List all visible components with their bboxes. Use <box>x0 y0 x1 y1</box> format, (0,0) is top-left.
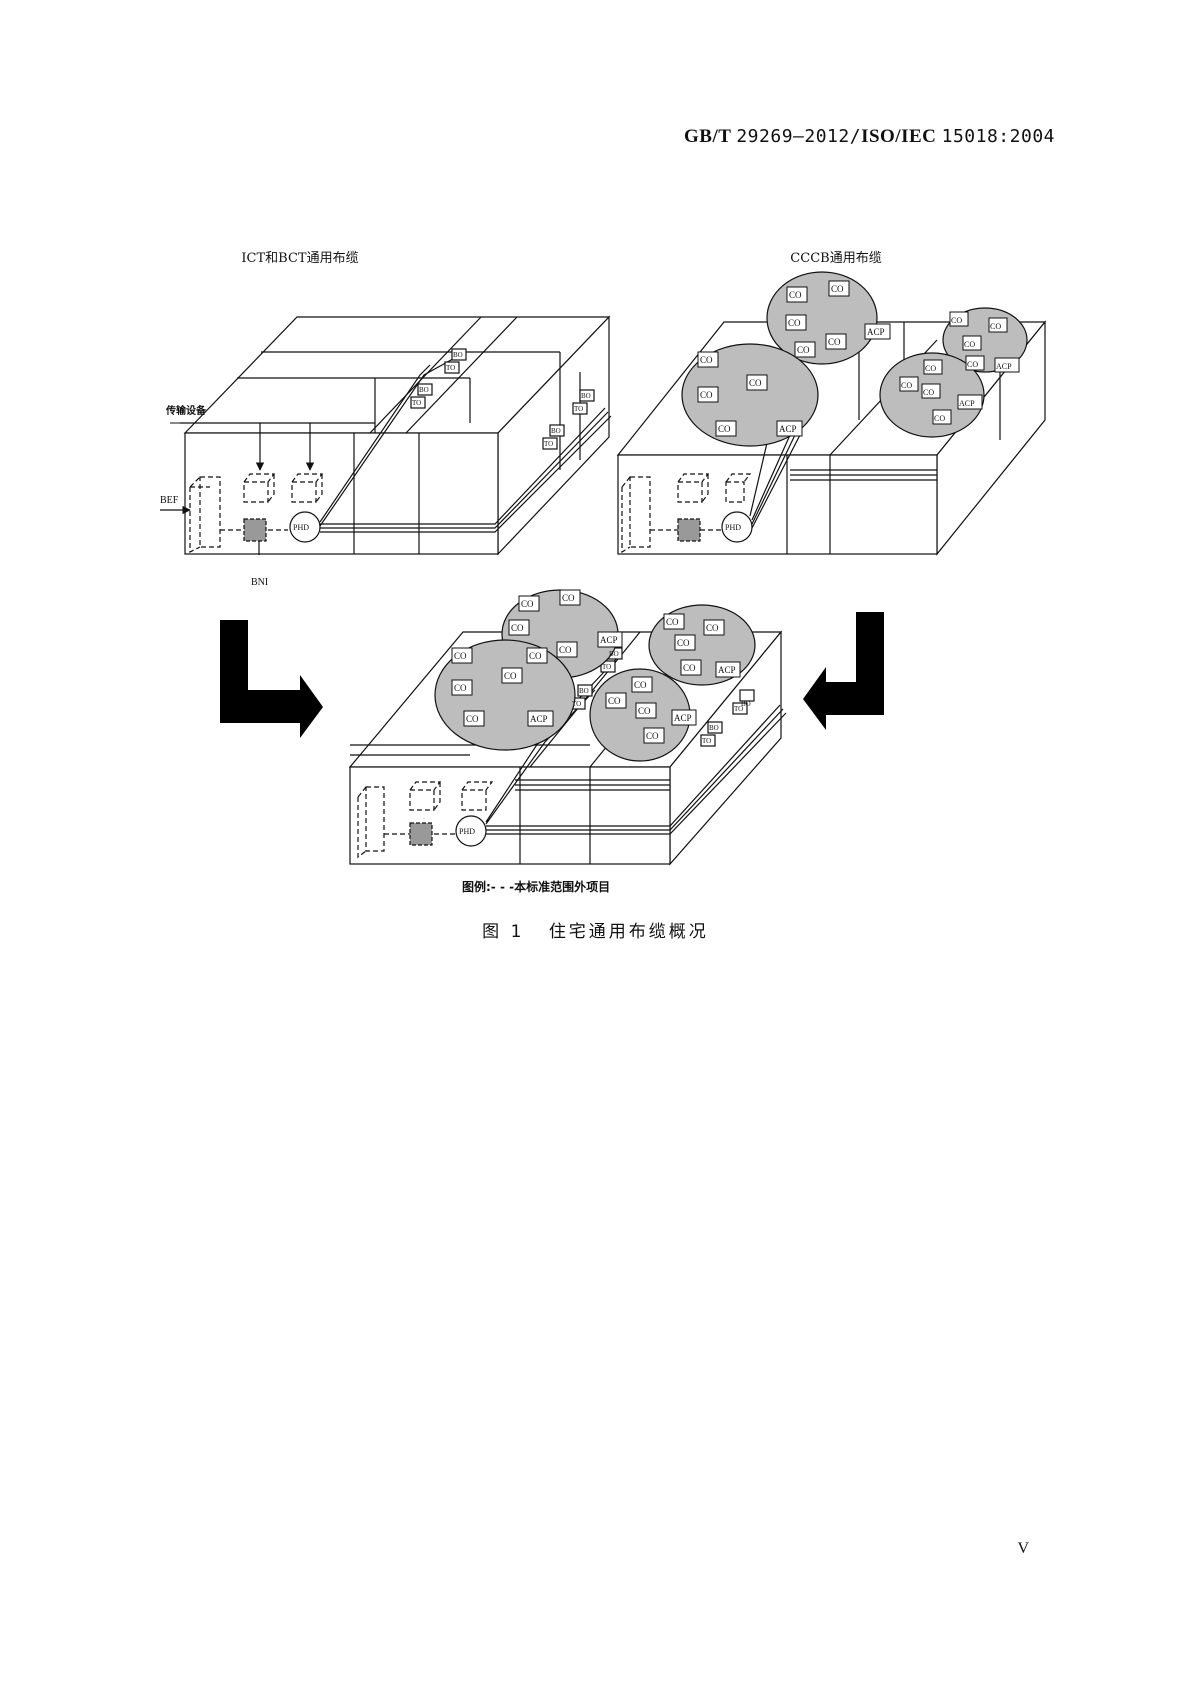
right-diagram-title: CCCB通用布缆 <box>790 251 882 266</box>
co-label: CO <box>700 355 713 365</box>
acp-label: ACP <box>674 713 692 723</box>
co-label: CO <box>901 381 912 390</box>
right-merge-arrow <box>803 612 884 730</box>
bo-label-7: BO <box>609 650 619 658</box>
figure-number: 图 1 <box>482 922 525 942</box>
standard-number: 29269—2012/ <box>736 126 862 147</box>
co-label: CO <box>828 337 841 347</box>
bef-label: BEF <box>160 495 179 506</box>
figure-caption: 图 1 住宅通用布缆概况 <box>0 917 1191 942</box>
transmission-equipment-label: 传输设备 <box>165 404 207 417</box>
acp-label: ACP <box>867 327 885 337</box>
co-label: CO <box>666 617 679 627</box>
left-merge-arrow <box>220 620 323 738</box>
co-label: CO <box>831 284 844 294</box>
to-label-7: TO <box>602 663 611 671</box>
acp-label: ACP <box>779 424 797 434</box>
acp-label: ACP <box>530 714 548 724</box>
to-label-2: TO <box>412 399 421 407</box>
co-label: CO <box>700 390 713 400</box>
phd-label-left: PHD <box>293 523 309 532</box>
co-label: CO <box>454 683 467 693</box>
co-label: CO <box>788 318 801 328</box>
phd-label-bottom: PHD <box>459 827 475 836</box>
bo-label-2: BO <box>419 386 429 394</box>
standard-header: GB/T 29269—2012/ISO/IEC 15018:2004 <box>684 126 1055 148</box>
co-label: CO <box>683 663 696 673</box>
bni-label: BNI <box>251 577 268 588</box>
to-label-3: TO <box>574 405 583 413</box>
bo-label-5: BO <box>741 700 751 708</box>
co-label: CO <box>789 290 802 300</box>
to-label-8: TO <box>572 700 581 708</box>
co-label: CO <box>646 731 659 741</box>
co-label: CO <box>529 651 542 661</box>
standard-prefix: GB/T <box>684 126 732 147</box>
to-label-6: TO <box>702 737 711 745</box>
phd-label-right: PHD <box>725 523 741 532</box>
co-label: CO <box>559 645 572 655</box>
co-label: CO <box>925 364 936 373</box>
bo-label-3: BO <box>581 392 591 400</box>
co-label: CO <box>466 714 479 724</box>
co-label: CO <box>718 424 731 434</box>
bo-label-6: BO <box>709 724 719 732</box>
co-label: CO <box>677 638 690 648</box>
co-label: CO <box>967 360 978 369</box>
co-label: CO <box>608 696 621 706</box>
acp-label: ACP <box>959 399 975 408</box>
iso-number: 15018:2004 <box>941 126 1055 147</box>
acp-label: ACP <box>718 665 736 675</box>
co-label: CO <box>934 414 945 423</box>
co-label: CO <box>797 345 810 355</box>
bo-label-8: BO <box>579 687 589 695</box>
acp-label: ACP <box>996 362 1012 371</box>
co-label: CO <box>706 623 719 633</box>
to-label-4: TO <box>544 440 553 448</box>
co-label: CO <box>634 680 647 690</box>
iso-ref: ISO/IEC <box>861 126 937 147</box>
left-diagram-title: ICT和BCT通用布缆 <box>241 251 359 266</box>
co-label: CO <box>990 322 1001 331</box>
co-label: CO <box>923 388 934 397</box>
co-label: CO <box>454 651 467 661</box>
co-label: CO <box>638 706 651 716</box>
to-label-1: TO <box>446 364 455 372</box>
co-label: CO <box>521 599 534 609</box>
co-label: CO <box>964 340 975 349</box>
page-number: V <box>1017 1540 1029 1557</box>
bo-label-1: BO <box>453 351 463 359</box>
co-label: CO <box>562 593 575 603</box>
co-label: CO <box>504 671 517 681</box>
bo-label-4: BO <box>551 427 561 435</box>
co-label: CO <box>511 623 524 633</box>
to-label-5: TO <box>734 705 743 713</box>
acp-label: ACP <box>600 635 618 645</box>
legend: 图例:- - -本标准范围外项目 <box>462 880 611 894</box>
co-label: CO <box>951 316 962 325</box>
figure-title: 住宅通用布缆概况 <box>548 922 709 942</box>
co-label: CO <box>749 378 762 388</box>
